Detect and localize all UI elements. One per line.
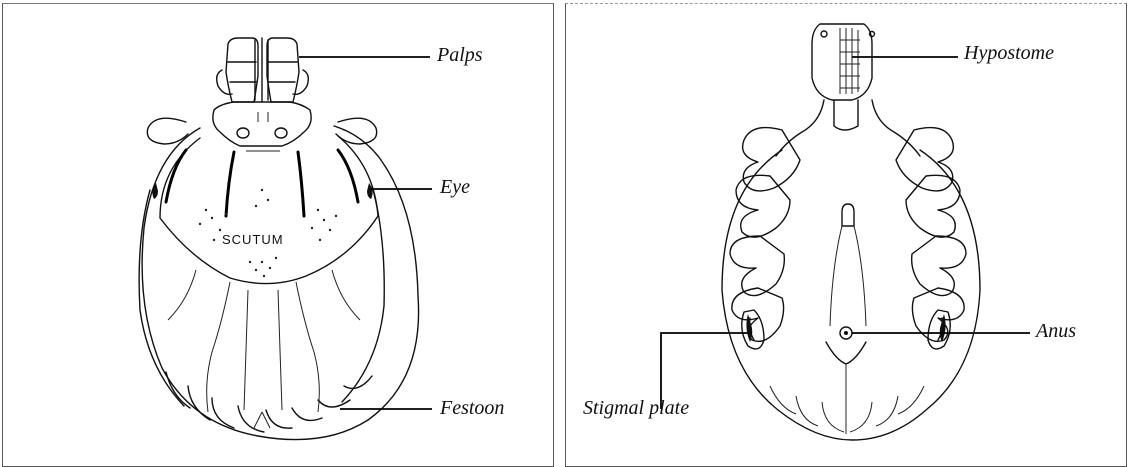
eye-label: Eye	[440, 176, 470, 199]
hypostome-label: Hypostome	[964, 42, 1054, 65]
festoon-label: Festoon	[440, 397, 504, 420]
ventral-tick-illustration	[722, 24, 980, 440]
palps-drawing	[217, 38, 309, 102]
stigmal-plate-label: Stigmal plate	[583, 397, 689, 420]
scutum-label: SCUTUM	[222, 232, 284, 247]
anus-label: Anus	[1036, 320, 1076, 343]
palps-label: Palps	[437, 44, 483, 67]
